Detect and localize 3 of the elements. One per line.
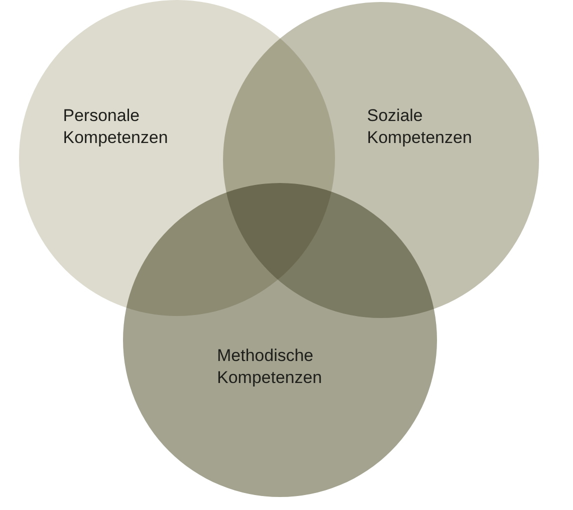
circle-label: Methodische Kompetenzen [217, 345, 323, 389]
circle-label: Personale Kompetenzen [63, 105, 169, 149]
circle-label: Soziale Kompetenzen [367, 105, 473, 149]
